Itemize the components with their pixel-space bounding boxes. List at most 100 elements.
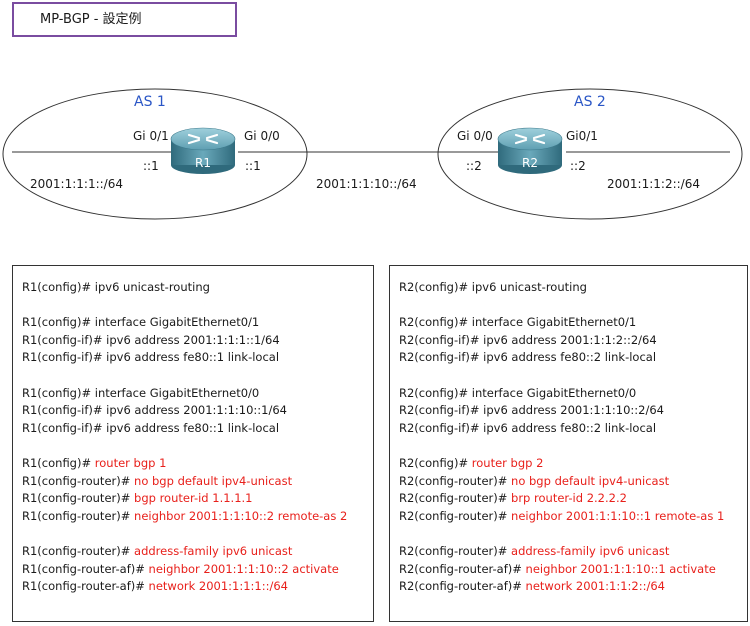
config-command-highlight: no bgp default ipv4-unicast xyxy=(134,473,293,488)
config-command-highlight: network 2001:1:1:2::/64 xyxy=(525,579,666,594)
r2-if-right: Gi0/1 xyxy=(566,129,598,143)
config-command-highlight: neighbor 2001:1:1:10::1 remote-as 1 xyxy=(511,508,725,523)
config-command-highlight: brp router-id 2.2.2.2 xyxy=(511,491,627,506)
config-line: R2(config-router)# brp router-id 2.2.2.2 xyxy=(399,490,747,508)
config-prompt: R1(config-if)# ipv6 address 2001:1:1:1::… xyxy=(22,332,280,347)
config-command-highlight: bgp router-id 1.1.1.1 xyxy=(134,491,253,506)
config-prompt: R2(config-router-af)# xyxy=(399,579,526,594)
config-command-highlight: neighbor 2001:1:1:10::2 remote-as 2 xyxy=(134,508,348,523)
r1-if-left: Gi 0/1 xyxy=(133,129,169,143)
config-line: R1(config)# interface GigabitEthernet0/1 xyxy=(22,314,373,332)
config-line: R2(config-if)# ipv6 address 2001:1:1:10:… xyxy=(399,402,747,420)
config-command-highlight: router bgp 2 xyxy=(471,455,544,470)
config-prompt: R1(config-router)# xyxy=(22,543,135,558)
config-line: R2(config)# interface GigabitEthernet0/0 xyxy=(399,385,747,403)
config-prompt: R1(config-router-af)# xyxy=(22,579,149,594)
r1-name: R1 xyxy=(195,156,211,170)
config-prompt: R2(config)# interface GigabitEthernet0/1 xyxy=(399,315,637,330)
config-command-highlight: address-family ipv6 unicast xyxy=(134,543,293,558)
title-box: MP-BGP - 設定例 xyxy=(12,2,237,37)
config-line: R1(config-router)# bgp router-id 1.1.1.1 xyxy=(22,490,373,508)
config-prompt: R1(config)# interface GigabitEthernet0/0 xyxy=(22,385,260,400)
net-right-label: 2001:1:1:2::/64 xyxy=(607,177,700,191)
config-line xyxy=(399,437,747,455)
page-title: MP-BGP - 設定例 xyxy=(40,12,142,27)
config-line: R1(config-router)# address-family ipv6 u… xyxy=(22,543,373,561)
config-prompt: R1(config-if)# ipv6 address fe80::1 link… xyxy=(22,350,280,365)
r2-addr-left: ::2 xyxy=(466,159,482,173)
config-line xyxy=(399,525,747,543)
config-line: R2(config-router)# address-family ipv6 u… xyxy=(399,543,747,561)
as2-label: AS 2 xyxy=(574,94,606,110)
config-line: R1(config-if)# ipv6 address fe80::1 link… xyxy=(22,349,373,367)
config-line xyxy=(399,367,747,385)
config-prompt: R1(config-router)# xyxy=(22,508,135,523)
config-line: R2(config-if)# ipv6 address fe80::2 link… xyxy=(399,349,747,367)
config-prompt: R2(config)# interface GigabitEthernet0/0 xyxy=(399,385,637,400)
topology-diagram xyxy=(2,88,743,220)
config-prompt: R1(config-router-af)# xyxy=(22,561,149,576)
config-line: R2(config)# router bgp 2 xyxy=(399,455,747,473)
config-line xyxy=(22,367,373,385)
config-prompt: R2(config-router)# xyxy=(399,543,512,558)
config-prompt: R2(config)# ipv6 unicast-routing xyxy=(399,280,587,294)
config-prompt: R2(config-if)# ipv6 address 2001:1:1:2::… xyxy=(399,332,657,347)
as2-ellipse xyxy=(437,88,743,220)
config-line: R1(config)# ipv6 unicast-routing xyxy=(22,279,373,297)
config-prompt: R1(config-if)# ipv6 address fe80::1 link… xyxy=(22,420,280,435)
config-prompt: R2(config-router)# xyxy=(399,473,512,488)
r1-if-right: Gi 0/0 xyxy=(244,129,280,143)
config-prompt: R1(config-router)# xyxy=(22,491,135,506)
config-command-highlight: router bgp 1 xyxy=(94,455,167,470)
config-line: R1(config)# router bgp 1 xyxy=(22,455,373,473)
config-prompt: R1(config)# ipv6 unicast-routing xyxy=(22,280,210,294)
r2-if-left: Gi 0/0 xyxy=(457,129,493,143)
config-line xyxy=(22,437,373,455)
r2-router-icon xyxy=(497,127,563,174)
net-left-label: 2001:1:1:1::/64 xyxy=(30,177,123,191)
config-prompt: R2(config-router)# xyxy=(399,491,512,506)
config-prompt: R1(config)# interface GigabitEthernet0/1 xyxy=(22,315,260,330)
config-line: R1(config-if)# ipv6 address 2001:1:1:1::… xyxy=(22,332,373,350)
config-line: R2(config-router)# no bgp default ipv4-u… xyxy=(399,473,747,491)
r2-name: R2 xyxy=(522,156,538,170)
config-line: R2(config-if)# ipv6 address 2001:1:1:2::… xyxy=(399,332,747,350)
config-line: R1(config-if)# ipv6 address 2001:1:1:10:… xyxy=(22,402,373,420)
config-line: R1(config-router-af)# neighbor 2001:1:1:… xyxy=(22,561,373,579)
config-line: R1(config-router-af)# network 2001:1:1:1… xyxy=(22,578,373,596)
net-mid-label: 2001:1:1:10::/64 xyxy=(316,177,417,191)
config-prompt: R2(config-if)# ipv6 address fe80::2 link… xyxy=(399,350,657,365)
as1-label: AS 1 xyxy=(134,94,166,110)
config-line: R2(config-if)# ipv6 address fe80::2 link… xyxy=(399,420,747,438)
config-prompt: R2(config)# xyxy=(399,455,472,470)
r1-router-icon xyxy=(170,127,236,174)
config-line: R2(config)# interface GigabitEthernet0/1 xyxy=(399,314,747,332)
config-command-highlight: no bgp default ipv4-unicast xyxy=(511,473,670,488)
config-prompt: R2(config-router-af)# xyxy=(399,561,526,576)
config-line: R2(config-router-af)# neighbor 2001:1:1:… xyxy=(399,561,747,579)
r1-addr-left: ::1 xyxy=(143,159,159,173)
config-line: R2(config)# ipv6 unicast-routing xyxy=(399,279,747,297)
config-prompt: R2(config-router)# xyxy=(399,508,512,523)
config-line: R1(config-router)# neighbor 2001:1:1:10:… xyxy=(22,508,373,526)
config-prompt: R2(config-if)# ipv6 address 2001:1:1:10:… xyxy=(399,403,664,418)
config-prompt: R2(config-if)# ipv6 address fe80::2 link… xyxy=(399,420,657,435)
config-command-highlight: network 2001:1:1:1::/64 xyxy=(148,579,289,594)
r1-addr-right: ::1 xyxy=(245,159,261,173)
config-line xyxy=(399,297,747,315)
config-command-highlight: address-family ipv6 unicast xyxy=(511,543,670,558)
config-line xyxy=(22,525,373,543)
config-line: R2(config-router-af)# network 2001:1:1:2… xyxy=(399,578,747,596)
config-line: R1(config-if)# ipv6 address fe80::1 link… xyxy=(22,420,373,438)
config-prompt: R1(config-if)# ipv6 address 2001:1:1:10:… xyxy=(22,403,287,418)
as1-ellipse xyxy=(2,88,308,220)
config-prompt: R1(config)# xyxy=(22,455,95,470)
config-line: R1(config-router)# no bgp default ipv4-u… xyxy=(22,473,373,491)
config-command-highlight: neighbor 2001:1:1:10::1 activate xyxy=(525,561,716,576)
r2-addr-right: ::2 xyxy=(570,159,586,173)
config-line: R1(config)# interface GigabitEthernet0/0 xyxy=(22,385,373,403)
config-prompt: R1(config-router)# xyxy=(22,473,135,488)
config-line: R2(config-router)# neighbor 2001:1:1:10:… xyxy=(399,508,747,526)
